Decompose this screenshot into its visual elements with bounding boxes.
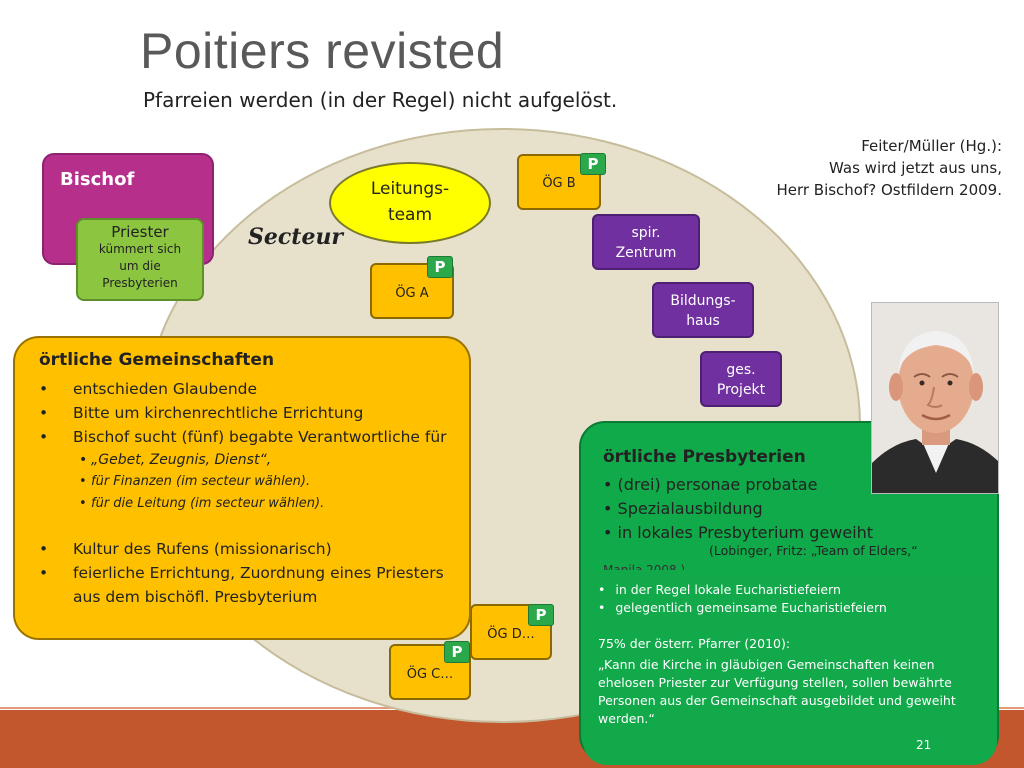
- list-item: • (drei) personae probatae: [603, 475, 818, 494]
- bullet-icon: •: [79, 452, 88, 468]
- citation-line-3: Herr Bischof? Ostfildern 2009.: [776, 181, 1002, 199]
- portrait-illustration: [872, 303, 998, 493]
- bullet-icon: •: [79, 496, 87, 511]
- citation-line-2: Was wird jetzt aus uns,: [829, 159, 1002, 177]
- citation: Feiter/Müller (Hg.): Was wird jetzt aus …: [776, 135, 1002, 201]
- p-badge-og-c: P: [444, 641, 470, 663]
- list-subitem: •„Gebet, Zeugnis, Dienst“,: [39, 449, 459, 471]
- slide-subtitle: Pfarreien werden (in der Regel) nicht au…: [143, 88, 618, 112]
- secteur-label: Secteur: [248, 224, 344, 250]
- gemeinschaften-box: örtliche Gemeinschaften •entschieden Gla…: [13, 336, 471, 640]
- bullet-icon: •: [79, 474, 87, 489]
- presbyterien-heading: örtliche Presbyterien: [603, 447, 806, 467]
- slide-title: Poitiers revisted: [140, 23, 505, 79]
- list-item: •gelegentlich gemeinsame Eucharistiefeie…: [598, 600, 887, 615]
- bullet-icon: •: [603, 475, 613, 494]
- spir-zentrum-line-2: Zentrum: [615, 245, 677, 261]
- list-item: •Kultur des Rufens (missionarisch): [39, 537, 459, 561]
- pfarrer-statistic: 75% der österr. Pfarrer (2010):: [598, 636, 791, 651]
- priester-title: Priester: [111, 223, 169, 241]
- citation-line-1: Feiter/Müller (Hg.):: [861, 137, 1002, 155]
- presbyterien-list: • (drei) personae probatae • Spezialausb…: [603, 473, 873, 545]
- priester-line-2: um die: [119, 259, 161, 273]
- gemeinschaften-list: •entschieden Glaubende •Bitte um kirchen…: [39, 377, 459, 609]
- bullet-icon: •: [598, 600, 606, 615]
- list-item: • Spezialausbildung: [603, 499, 763, 518]
- bildungshaus-box: Bildungs- haus: [652, 282, 754, 338]
- bullet-icon: •: [39, 380, 49, 398]
- presbyterien-detail-panel: •in der Regel lokale Eucharistiefeiern •…: [583, 570, 997, 765]
- gemeinschaften-heading: örtliche Gemeinschaften: [39, 350, 275, 370]
- p-badge-og-a: P: [427, 256, 453, 278]
- lobinger-reference: (Lobinger, Fritz: „Team of Elders,“: [709, 543, 918, 558]
- leitungsteam-ellipse: Leitungs- team: [329, 162, 491, 244]
- spir-zentrum-line-1: spir.: [631, 225, 661, 241]
- list-item: •Bitte um kirchenrechtliche Errichtung: [39, 401, 459, 425]
- leitungsteam-line-1: Leitungs-: [370, 179, 450, 199]
- priester-line-1: kümmert sich: [98, 242, 182, 256]
- list-item: •feierliche Errichtung, Zuordnung eines …: [39, 561, 459, 609]
- list-item: •in der Regel lokale Eucharistiefeiern: [598, 582, 841, 597]
- p-badge-og-d: P: [528, 604, 554, 626]
- bildungshaus-line-1: Bildungs-: [670, 293, 736, 309]
- list-gap: [39, 515, 459, 537]
- bullet-icon: •: [39, 564, 49, 582]
- bullet-icon: •: [598, 582, 606, 597]
- list-item: •entschieden Glaubende: [39, 377, 459, 401]
- portrait-photo-icon: [871, 302, 999, 494]
- list-item: •Bischof sucht (fünf) begabte Verantwort…: [39, 425, 459, 449]
- bullet-icon: •: [603, 523, 613, 542]
- projekt-line-2: Projekt: [716, 382, 766, 398]
- bischof-box: Bischof: [42, 153, 214, 265]
- projekt-line-1: ges.: [726, 362, 756, 378]
- projekt-box: ges. Projekt: [700, 351, 782, 407]
- list-subitem: •für Finanzen (im secteur wählen).: [39, 471, 459, 493]
- bullet-icon: •: [603, 499, 613, 518]
- bullet-icon: •: [39, 428, 49, 446]
- p-badge-og-b: P: [580, 153, 606, 175]
- bildungshaus-line-2: haus: [686, 313, 720, 329]
- list-item: • in lokales Presbyterium geweiht: [603, 523, 874, 542]
- bullet-icon: •: [39, 540, 49, 558]
- spir-zentrum-box: spir. Zentrum: [592, 214, 700, 270]
- leitungsteam-line-2: team: [387, 205, 433, 225]
- priester-box: Priester kümmert sich um die Presbyterie…: [76, 218, 204, 301]
- og-d-box: ÖG D…: [470, 604, 552, 660]
- bischof-label: Bischof: [60, 169, 135, 190]
- pfarrer-quote: „Kann die Kirche in gläubigen Gemeinscha…: [598, 657, 956, 726]
- list-subitem: •für die Leitung (im secteur wählen).: [39, 493, 459, 515]
- bullet-icon: •: [39, 404, 49, 422]
- priester-line-3: Presbyterien: [102, 276, 178, 290]
- page-number: 21: [916, 738, 932, 752]
